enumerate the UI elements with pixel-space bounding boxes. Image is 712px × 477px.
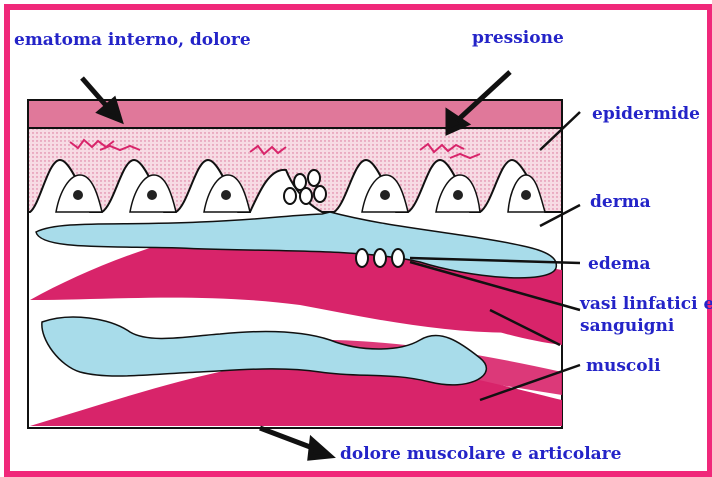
label-pressione: pressione: [472, 28, 564, 48]
label-epidermide: epidermide: [592, 104, 700, 124]
label-vasi-line2: sanguigni: [580, 316, 674, 336]
label-muscoli: muscoli: [586, 356, 661, 376]
label-dolore: dolore muscolare e articolare: [340, 444, 621, 464]
label-derma: derma: [590, 192, 651, 212]
dolore-arrow: [260, 428, 330, 458]
lymph-blood-vessels: [356, 249, 404, 267]
label-vasi-line1: vasi linfatici e: [580, 294, 712, 314]
label-edema: edema: [588, 254, 651, 274]
label-ematoma: ematoma interno, dolore: [14, 30, 251, 50]
